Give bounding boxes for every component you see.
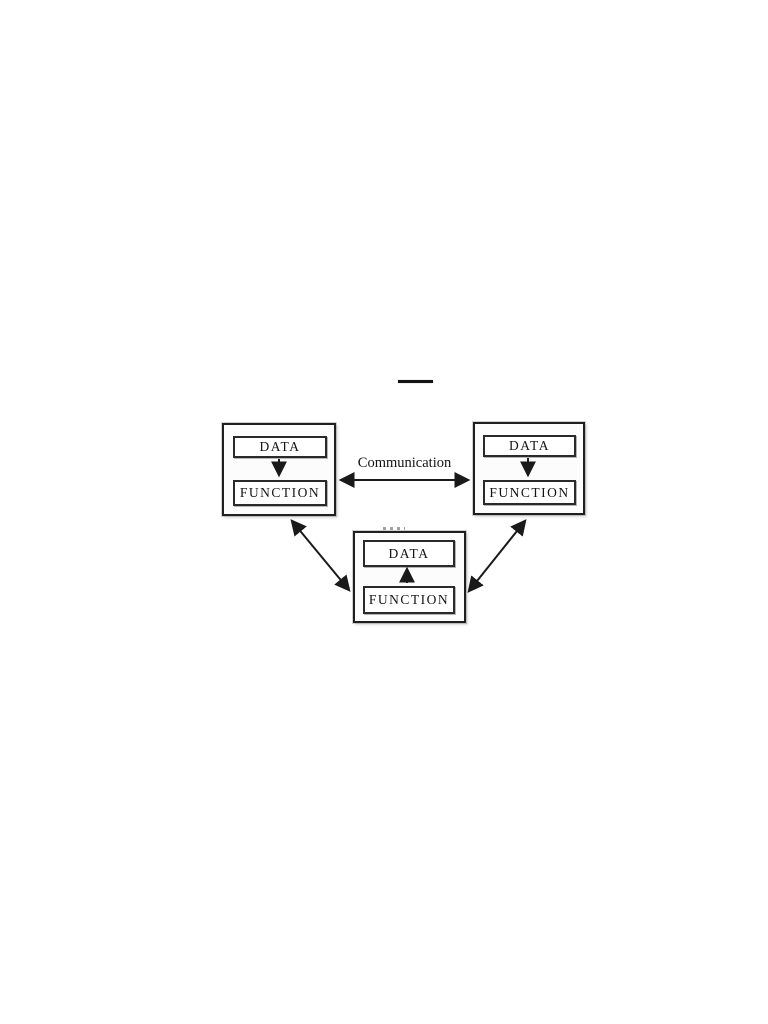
data-box: DATA [233, 436, 327, 458]
function-box: FUNCTION [363, 586, 455, 614]
left-diagonal-arrow [290, 519, 351, 592]
communication-label: Communication [357, 455, 452, 471]
module-right: DATA FUNCTION [473, 422, 585, 515]
function-label: FUNCTION [239, 485, 321, 500]
data-label: DATA [259, 439, 301, 454]
data-label: DATA [509, 438, 550, 453]
function-box: FUNCTION [483, 480, 576, 505]
function-label: FUNCTION [489, 484, 570, 500]
scan-artifact [383, 527, 405, 530]
function-label: FUNCTION [368, 592, 450, 607]
data-box: DATA [363, 540, 455, 567]
right-diagonal-arrow [467, 519, 527, 593]
module-bottom: DATA FUNCTION [353, 531, 466, 623]
data-box: DATA [483, 435, 576, 457]
data-label: DATA [388, 545, 430, 561]
function-box: FUNCTION [233, 480, 327, 506]
title-underline [398, 380, 433, 383]
module-left: DATA FUNCTION [222, 423, 336, 516]
